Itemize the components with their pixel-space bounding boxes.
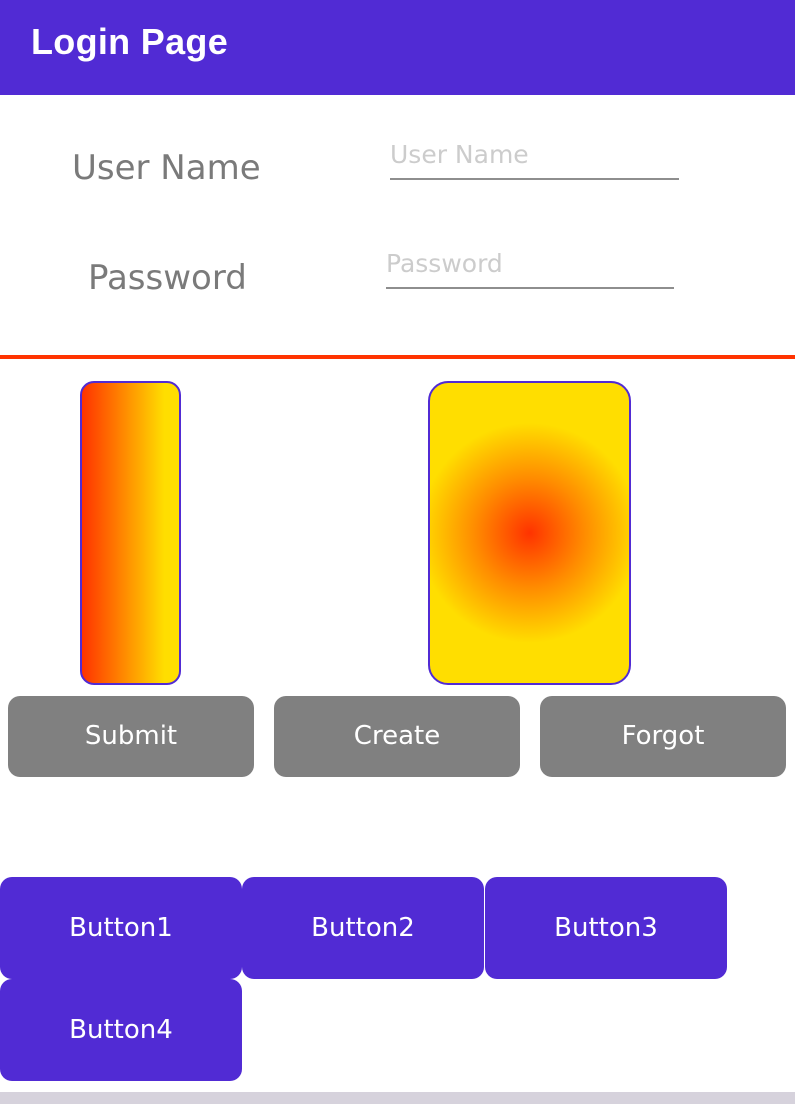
button1[interactable]: Button1 xyxy=(0,877,242,979)
divider-line xyxy=(0,355,795,359)
button4[interactable]: Button4 xyxy=(0,979,242,1081)
username-input[interactable] xyxy=(390,134,679,180)
submit-button[interactable]: Submit xyxy=(8,696,254,777)
page-title: Login Page xyxy=(31,21,229,62)
linear-gradient-box xyxy=(80,381,181,685)
button2[interactable]: Button2 xyxy=(242,877,484,979)
username-label: User Name xyxy=(72,148,261,188)
forgot-button[interactable]: Forgot xyxy=(540,696,786,777)
bottom-edge-bar xyxy=(0,1092,795,1104)
create-button[interactable]: Create xyxy=(274,696,520,777)
app-bar: Login Page xyxy=(0,0,795,95)
radial-gradient-box xyxy=(428,381,631,685)
button3[interactable]: Button3 xyxy=(485,877,727,979)
password-label: Password xyxy=(88,258,247,298)
password-input[interactable] xyxy=(386,243,674,289)
